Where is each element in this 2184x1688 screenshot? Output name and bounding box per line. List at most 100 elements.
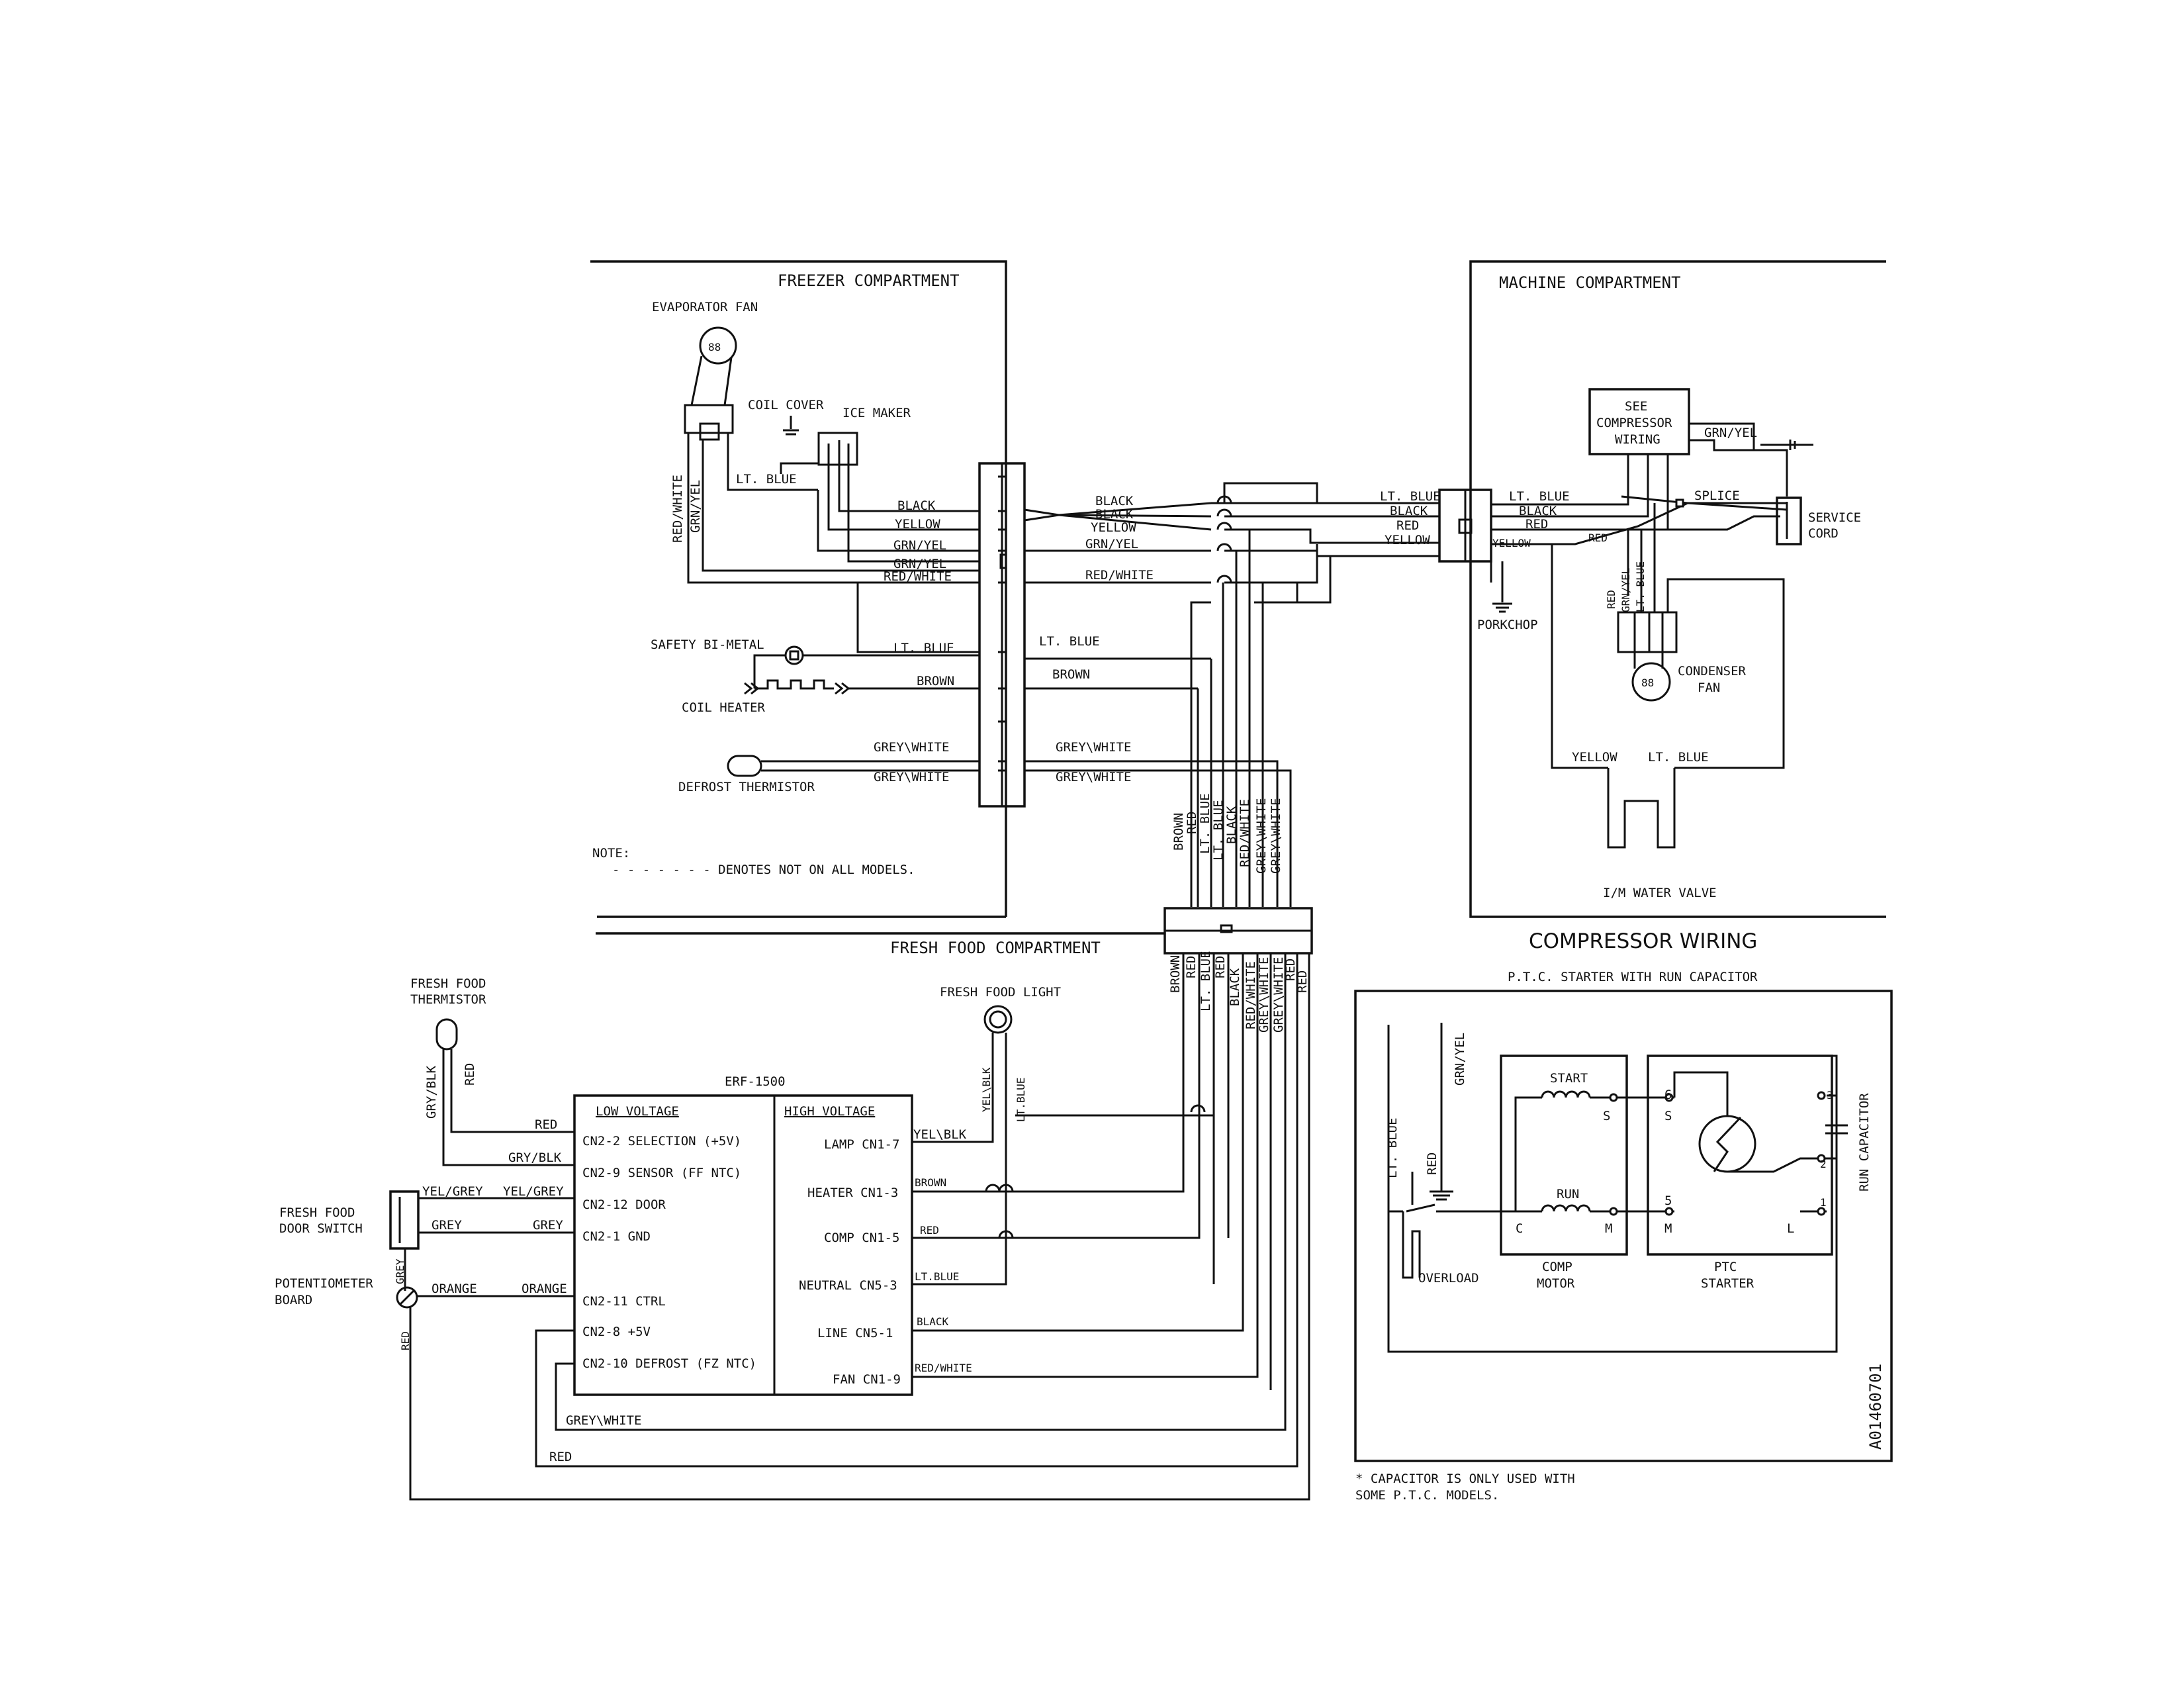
wire-lt-blue-2: LT. BLUE — [893, 641, 954, 655]
board-low-pin-2: CN2-12 DOOR — [582, 1197, 666, 1212]
wire-black-1: BLACK — [897, 498, 936, 513]
bundle-up-ltblue-2: LT. BLUE — [1211, 800, 1226, 861]
pot-board-1: POTENTIOMETER — [275, 1276, 373, 1291]
cw-red-v: RED — [1425, 1152, 1439, 1175]
wire-black-3: BLACK — [1095, 507, 1134, 522]
compressor-wiring-title: COMPRESSOR WIRING — [1529, 929, 1757, 953]
mc-red-v: RED — [1605, 590, 1617, 609]
wire-yellow-2: YELLOW — [1091, 520, 1136, 535]
wire-grey-white-4: GREY\WHITE — [1056, 770, 1131, 784]
door-switch-icon — [389, 1190, 574, 1291]
board-high-pin-4: LINE CN5-1 — [817, 1326, 893, 1340]
pot-wire-orange-1: ORANGE — [432, 1282, 477, 1296]
note-title: NOTE: — [592, 846, 630, 861]
mc-wire-lt-blue-3: LT. BLUE — [1648, 750, 1709, 765]
bundle-lo-ltblue: LT. BLUE — [1199, 951, 1213, 1011]
note-text: - - - - - - - DENOTES NOT ON ALL MODELS. — [612, 863, 915, 877]
ff-thermistor-2: THERMISTOR — [410, 992, 486, 1007]
hv-wire-red-white: RED/WHITE — [915, 1362, 972, 1374]
board-low-pin-4: CN2-11 CTRL — [582, 1294, 666, 1309]
ff-light-icon — [983, 1005, 1013, 1034]
mc-wire-lt-blue-1: LT. BLUE — [1380, 489, 1441, 504]
hv-wire-black: BLACK — [917, 1315, 949, 1328]
cw-m-1: M — [1605, 1221, 1612, 1236]
ff-wire-red: RED — [535, 1117, 557, 1132]
wire-lt-blue-3: LT. BLUE — [1039, 634, 1100, 649]
svg-text:88: 88 — [708, 341, 721, 353]
wire-grey-white-2: GREY\WHITE — [874, 770, 949, 784]
wire-yellow-1: YELLOW — [895, 517, 940, 532]
water-valve-icon — [1607, 768, 1676, 849]
see-compressor-box — [1588, 388, 1690, 455]
cw-pin1: 1 — [1820, 1196, 1827, 1209]
ds-grey-v: GREY — [394, 1258, 406, 1284]
cw-pin6: 6 — [1664, 1088, 1672, 1102]
mc-wire-red-3: RED — [1588, 532, 1608, 544]
cw-start: START — [1550, 1071, 1588, 1086]
cw-run: RUN — [1557, 1187, 1579, 1201]
cw-ptc-2: STARTER — [1701, 1276, 1754, 1291]
cw-grn-yel-v: GRN/YEL — [1453, 1033, 1467, 1086]
condenser-fan-2: FAN — [1698, 680, 1720, 695]
coil-cover-label: COIL COVER — [748, 398, 824, 412]
bundle-up-redwhite: RED/WHITE — [1238, 799, 1252, 867]
hv-wire-ltblue: LT.BLUE — [915, 1270, 959, 1283]
ff-red-v: RED — [463, 1063, 477, 1086]
pot-wire-orange-2: ORANGE — [522, 1282, 567, 1296]
mc-wire-lt-blue-2: LT. BLUE — [1509, 489, 1570, 504]
fresh-food-title: FRESH FOOD COMPARTMENT — [890, 939, 1101, 957]
evaporator-fan-label: EVAPORATOR FAN — [652, 300, 758, 314]
bundle-up-ltblue-1: LT. BLUE — [1198, 793, 1212, 854]
cw-s-1: S — [1603, 1109, 1610, 1123]
see-comp-1: SEE — [1625, 399, 1647, 414]
bundle-lo-red: RED — [1184, 956, 1199, 978]
freezer-frame — [590, 260, 1007, 918]
cw-c: C — [1516, 1221, 1523, 1236]
cw-m-2: M — [1664, 1221, 1672, 1236]
board-high-pin-0: LAMP CN1-7 — [824, 1137, 899, 1152]
bundle-lo-greywhite-1: GREY\WHITE — [1257, 957, 1271, 1033]
cw-drawing-no: A01460701 — [1866, 1364, 1885, 1450]
board-low-pin-6: CN2-10 DEFROST (FZ NTC) — [582, 1356, 756, 1371]
bundle-lo-greywhite-2: GREY\WHITE — [1271, 957, 1286, 1033]
ds-wire-yel-grey-2: YEL/GREY — [503, 1184, 564, 1199]
machine-wiring — [1490, 422, 1813, 769]
bundle-up-greywhite-1: GREY\WHITE — [1254, 798, 1269, 874]
ds-wire-grey-1: GREY — [432, 1218, 462, 1233]
mc-lt-blue-v: LT. BLUE — [1634, 561, 1647, 612]
coil-heater-label: COIL HEATER — [682, 700, 765, 715]
service-cord-1: SERVICE — [1808, 510, 1861, 525]
wire-red-white-2: RED/WHITE — [1085, 568, 1154, 583]
machine-connector-block — [1438, 489, 1492, 563]
cw-comp-motor-2: MOTOR — [1537, 1276, 1575, 1291]
cw-s-2: S — [1664, 1109, 1672, 1123]
board-high-pin-1: HEATER CN1-3 — [807, 1186, 898, 1200]
light-lt-blue-v: LT.BLUE — [1015, 1078, 1027, 1122]
ds-wire-yel-grey-1: YEL/GREY — [422, 1184, 483, 1199]
hv-wire-brown: BROWN — [915, 1176, 946, 1189]
hv-wire-yel-blk: YEL\BLK — [913, 1127, 967, 1142]
cw-comp-motor-1: COMP — [1542, 1260, 1572, 1274]
machine-frame — [1469, 260, 1886, 918]
ice-maker-icon — [780, 432, 858, 477]
wire-grn-yel-v: GRN/YEL — [688, 480, 703, 533]
safety-bimetal-label: SAFETY BI-METAL — [651, 637, 764, 652]
defrost-thermistor-icon — [727, 755, 979, 777]
bundle-up-brown: BROWN — [1171, 813, 1186, 851]
door-switch-1: FRESH FOOD — [279, 1205, 355, 1220]
freezer-left-wiring — [687, 433, 979, 653]
cw-ptc-1: PTC — [1714, 1260, 1737, 1274]
condenser-fan-1: CONDENSER — [1678, 664, 1747, 679]
lv-wire-grey-white: GREY\WHITE — [566, 1413, 641, 1428]
mc-wire-black-1: BLACK — [1390, 504, 1428, 518]
wire-grn-yel-3: GRN/YEL — [1085, 537, 1138, 551]
board-low-wiring — [535, 1329, 1298, 1468]
porkchop-label: PORKCHOP — [1477, 618, 1538, 632]
mc-wire-yellow-1: YELLOW — [1385, 533, 1430, 547]
board-low-pin-3: CN2-1 GND — [582, 1229, 651, 1244]
mc-wire-grn-yel-top: GRN/YEL — [1704, 426, 1757, 440]
wire-red-white-1: RED/WHITE — [884, 569, 952, 584]
condenser-fan-icon: 88 — [1617, 611, 1678, 702]
bundle-up-black: BLACK — [1224, 806, 1239, 844]
fresh-food-connector-block — [1163, 907, 1313, 1489]
